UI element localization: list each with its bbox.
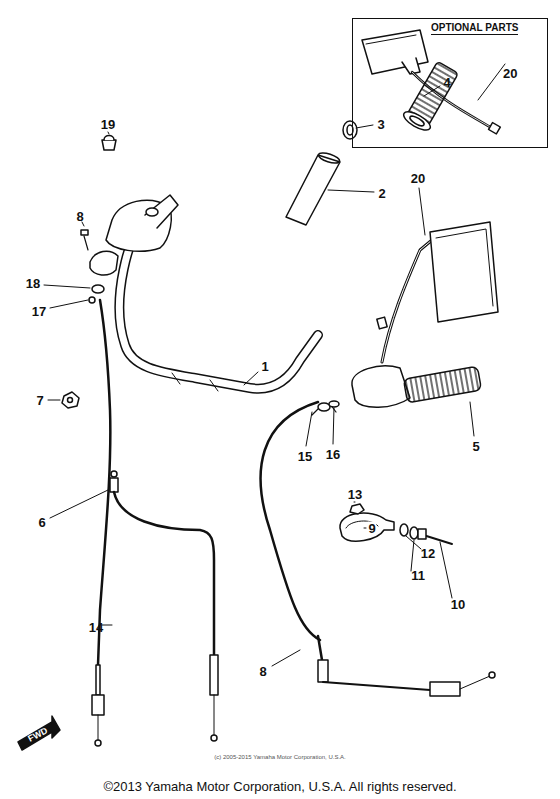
callout-number: 18	[26, 277, 40, 290]
callout-number: 13	[348, 488, 362, 501]
callout-number: 5	[472, 440, 479, 453]
callout-number: 20	[411, 172, 425, 185]
callout-number: 8	[259, 665, 266, 678]
callout-number: 6	[38, 516, 45, 529]
grip-tube	[286, 151, 374, 225]
callout-number: 17	[32, 305, 46, 318]
callout-number: 4	[443, 76, 450, 89]
forward-arrow	[18, 716, 60, 750]
optional-mirror	[362, 30, 505, 134]
collar-ring	[343, 121, 373, 139]
callout-number: 19	[101, 118, 115, 131]
nut	[48, 392, 79, 408]
callout-number: 15	[298, 450, 312, 463]
callout-number: 14	[89, 621, 103, 634]
throttle-cable	[50, 471, 218, 741]
left-grip	[401, 60, 461, 134]
clutch-cable	[92, 300, 112, 746]
callout-number: 3	[377, 118, 384, 131]
callout-number: 16	[326, 448, 340, 461]
callout-number: 11	[411, 569, 425, 582]
callout-number: 2	[378, 187, 385, 200]
screw-cap	[102, 132, 116, 150]
callout-number: 7	[36, 394, 43, 407]
watermark: (c) 2005-2015 Yamaha Motor Corporation, …	[214, 754, 346, 760]
cable-clamp	[340, 502, 452, 598]
callout-number: 12	[421, 547, 435, 560]
callout-number: 1	[261, 360, 268, 373]
callout-number: 10	[451, 598, 465, 611]
caption: ©2013 Yamaha Motor Corporation, U.S.A. A…	[103, 780, 456, 793]
mirror	[377, 188, 498, 362]
inset-heading: OPTIONAL PARTS	[431, 23, 518, 35]
right-grip-assembly	[306, 366, 481, 446]
callout-number: 8	[76, 210, 83, 223]
left-lever-holder	[44, 195, 178, 308]
callout-number: 9	[367, 522, 376, 535]
front-brake-cable	[261, 402, 495, 696]
callout-number: 20	[503, 67, 517, 80]
